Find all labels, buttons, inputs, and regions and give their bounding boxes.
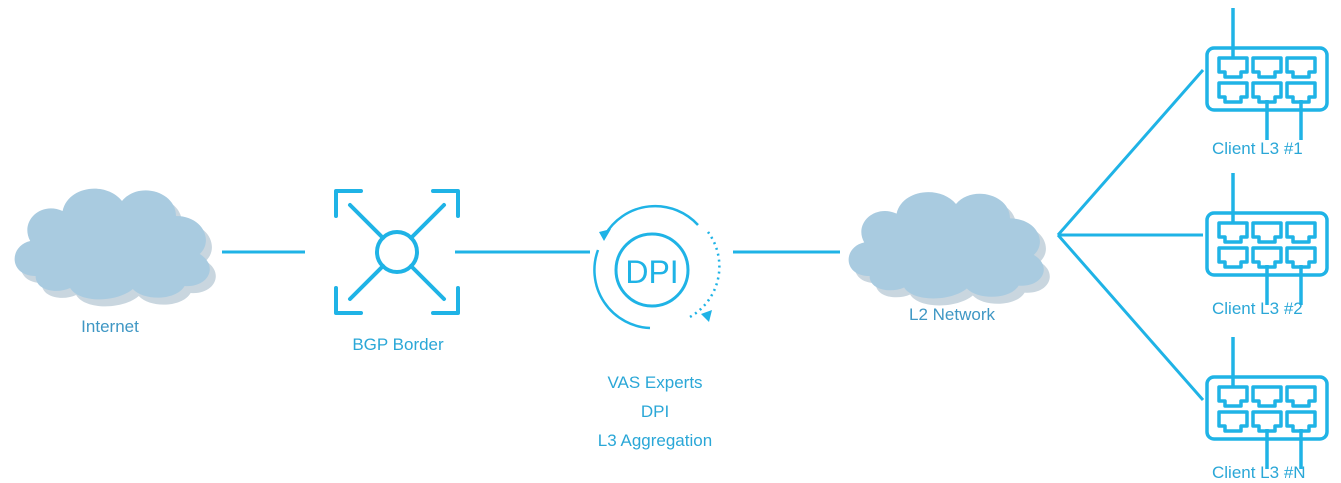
internet-cloud-icon (14, 188, 216, 307)
bgp-border-label: BGP Border (352, 335, 444, 354)
client-1-switch-icon (1205, 6, 1329, 142)
dpi-label-line-3: L3 Aggregation (598, 431, 712, 450)
l2-network-cloud-icon (848, 192, 1050, 306)
internet-label: Internet (81, 317, 139, 336)
client-1-label: Client L3 #1 (1212, 139, 1303, 158)
dpi-cycle-icon: DPI (593, 204, 721, 330)
client-n-label: Client L3 #N (1212, 463, 1306, 482)
client-2-label: Client L3 #2 (1212, 299, 1303, 318)
link-l2-client-1 (1056, 69, 1205, 236)
l2-network-label: L2 Network (909, 305, 995, 324)
link-l2-client-n (1056, 234, 1205, 401)
client-n-switch-icon (1205, 335, 1329, 471)
client-2-switch-icon (1205, 171, 1329, 307)
expand-arrows-router-icon (334, 189, 460, 315)
dpi-label-line-1: VAS Experts (607, 373, 702, 392)
dpi-label-line-2: DPI (641, 402, 669, 421)
dpi-badge-text: DPI (625, 254, 678, 290)
